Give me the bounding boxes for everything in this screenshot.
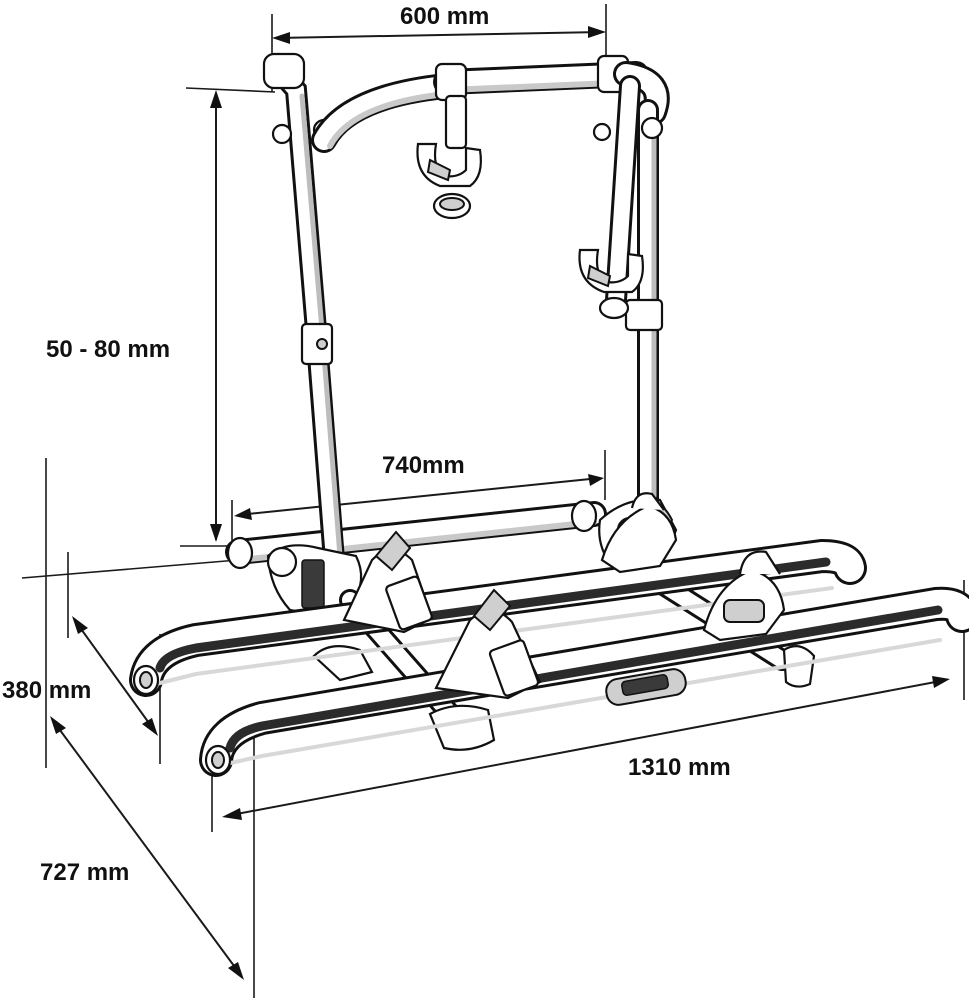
curved-arm: [311, 73, 459, 153]
dimension-727mm: 727 mm: [40, 716, 244, 980]
left-post: [262, 52, 345, 571]
bike-carrier-illustration: [129, 52, 969, 777]
dimension-380mm: 380 mm: [2, 616, 158, 736]
wheel-holder-front-right: [702, 550, 786, 642]
left-base-mount: [266, 544, 363, 618]
wheel-holder-front-left: [434, 588, 542, 700]
extension-lines-left: [21, 458, 965, 998]
label-727mm: 727 mm: [40, 859, 129, 886]
dimension-1310mm: 1310 mm: [222, 676, 950, 820]
front-rail: [199, 586, 969, 777]
label-600mm: 600 mm: [400, 3, 489, 30]
label-50-80mm: 50 - 80 mm: [46, 336, 170, 363]
dimension-600mm: 600 mm: [271, 3, 607, 92]
rear-rail: [129, 538, 867, 697]
dimension-height: 50 - 80 mm: [46, 87, 276, 547]
label-380mm: 380 mm: [2, 677, 91, 704]
right-post: [592, 75, 664, 511]
wheel-holder-rear-left: [342, 530, 434, 634]
dimension-740mm: 740mm: [231, 450, 606, 548]
wheel-holder-rear-right: [600, 492, 678, 574]
label-1310mm: 1310 mm: [628, 754, 731, 781]
label-740mm: 740mm: [382, 452, 465, 479]
upper-frame-clamp: [416, 94, 482, 220]
side-frame-clamp: [578, 248, 644, 320]
